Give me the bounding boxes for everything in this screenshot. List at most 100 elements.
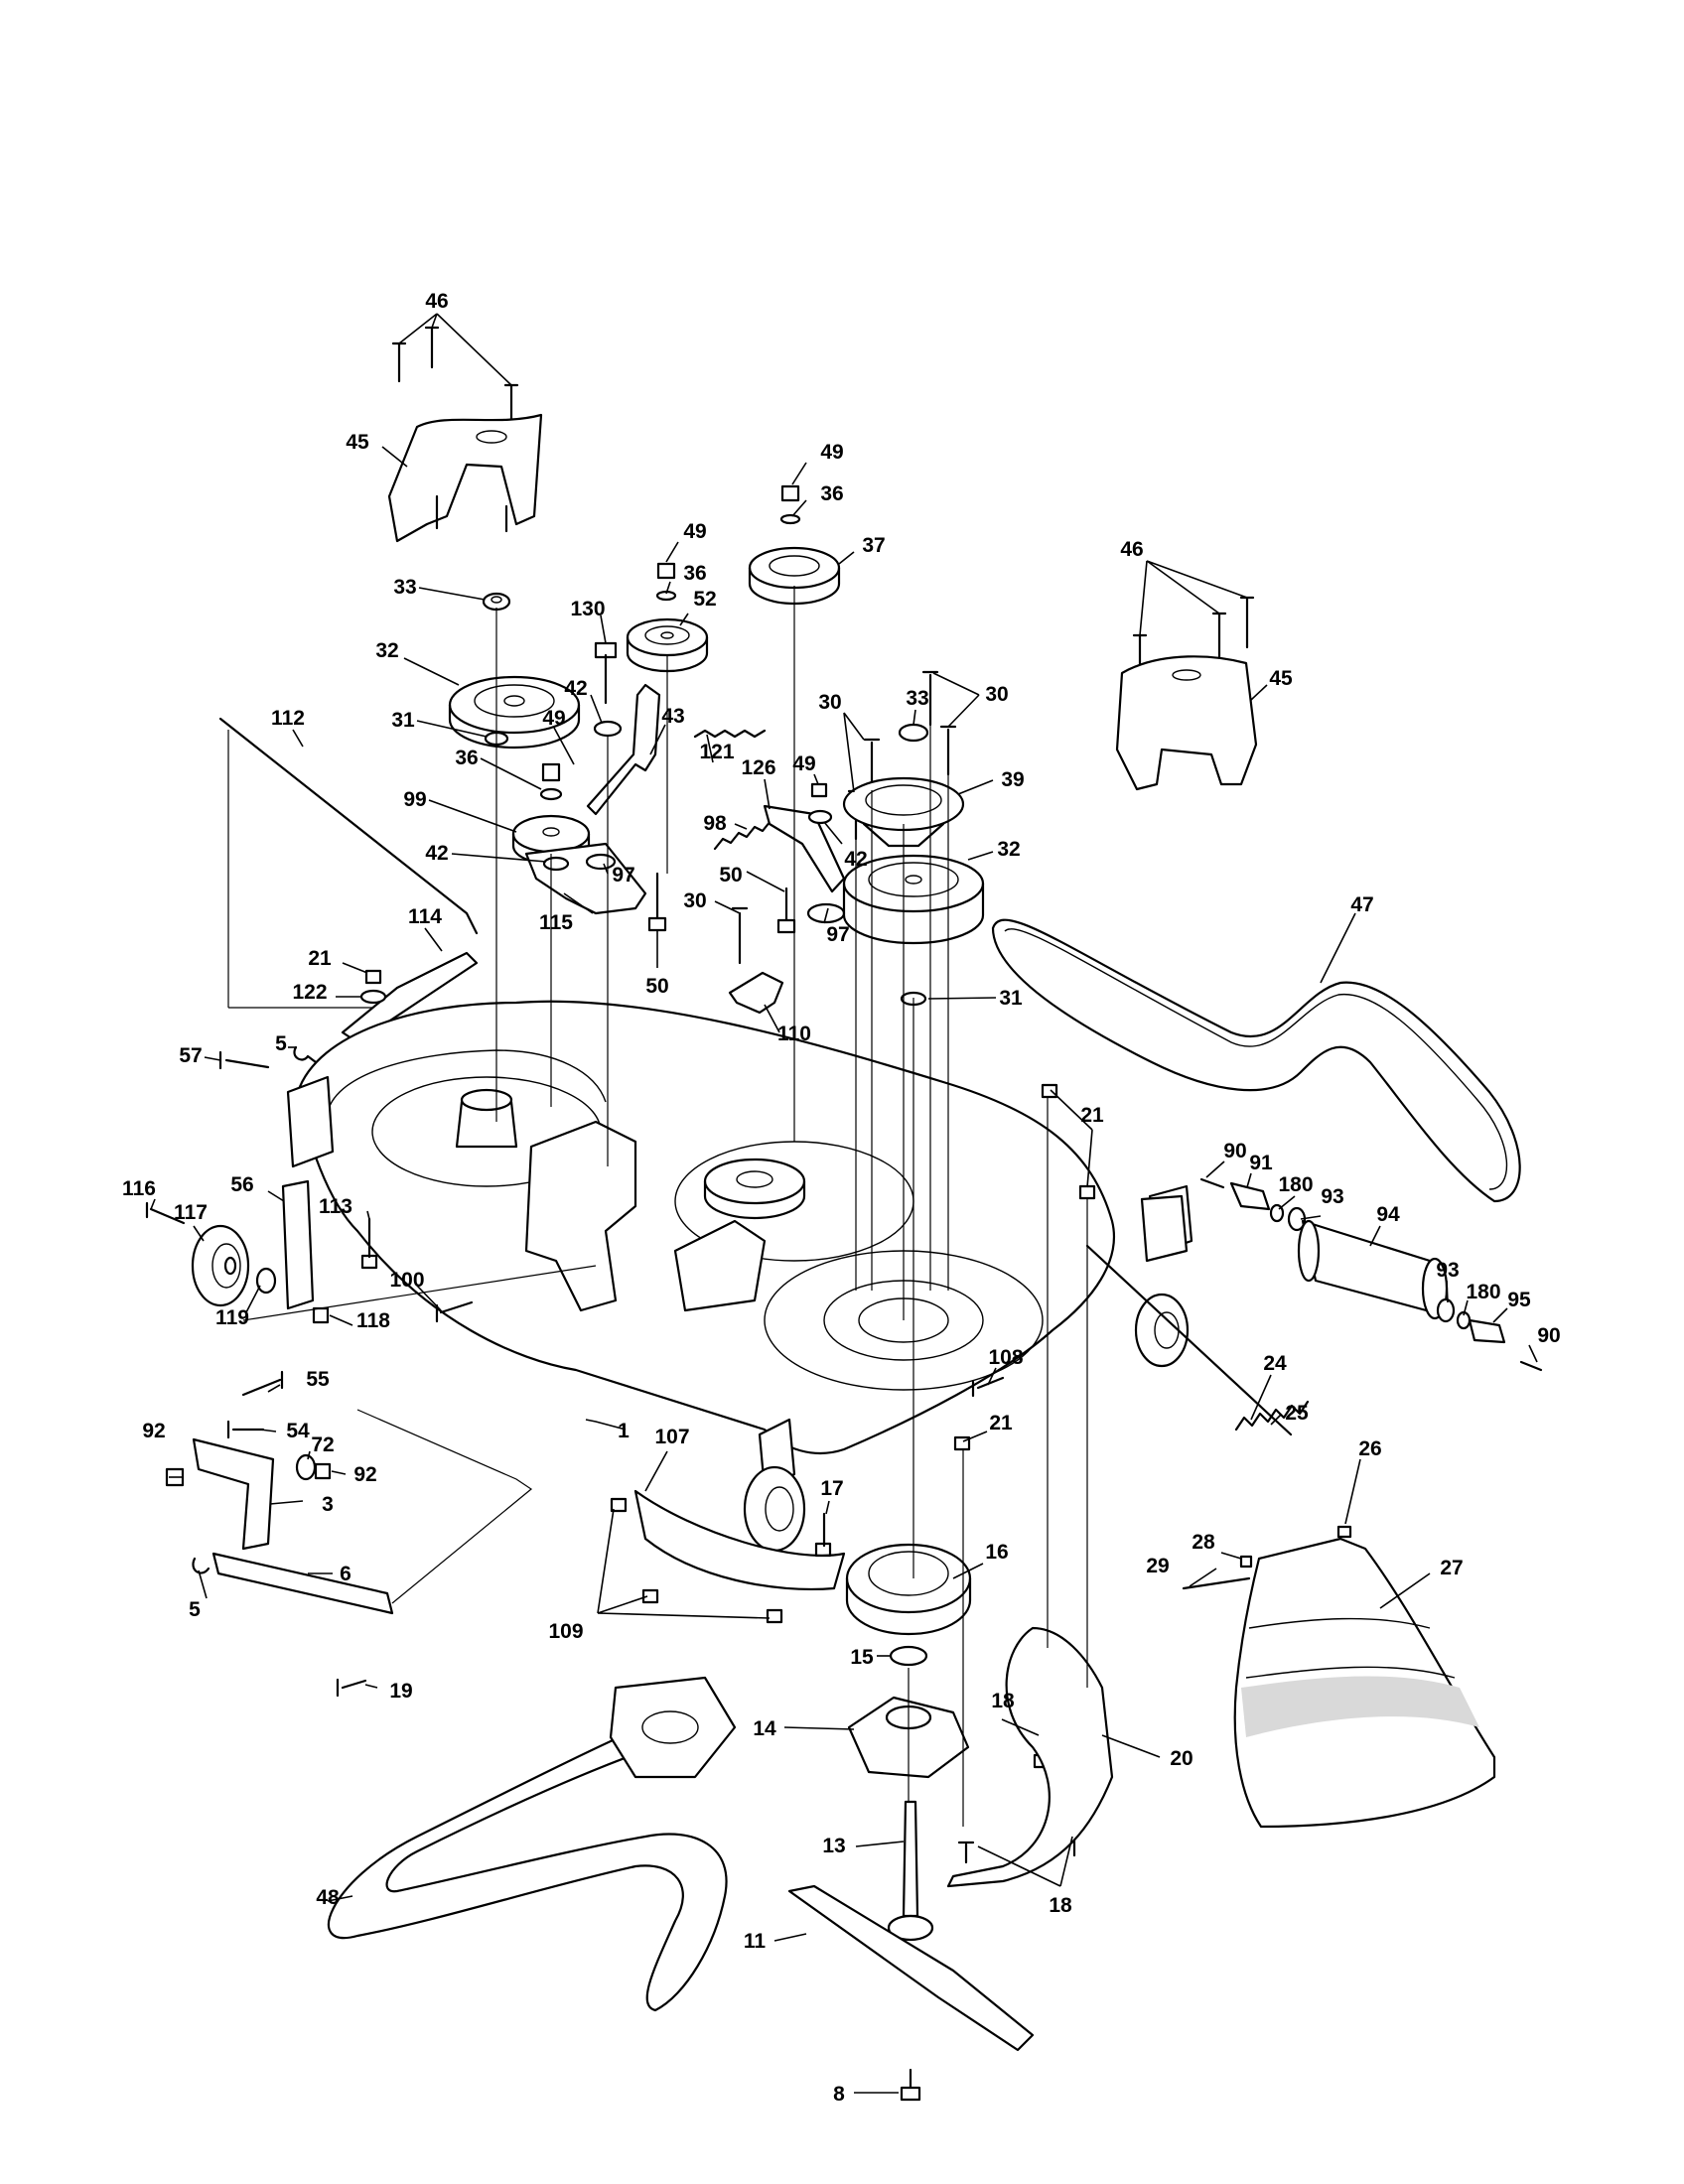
- label-14: 14: [753, 1717, 776, 1740]
- washer-97-left: [585, 853, 617, 871]
- label-46: 46: [425, 290, 448, 313]
- label-42: 42: [844, 848, 867, 871]
- label-97: 97: [612, 864, 634, 887]
- nut-26: [1336, 1525, 1352, 1539]
- bolt-17: [814, 1512, 832, 1558]
- label-94: 94: [1376, 1203, 1400, 1226]
- label-49: 49: [683, 520, 706, 543]
- washer-93-right: [1436, 1297, 1456, 1323]
- spindle-shaft-13: [887, 1800, 934, 1942]
- plate-56: [281, 1179, 315, 1310]
- label-49: 49: [820, 441, 843, 464]
- label-45: 45: [346, 431, 369, 454]
- roller-94: [1297, 1219, 1449, 1320]
- label-92: 92: [353, 1463, 376, 1486]
- bolt-116: [145, 1201, 186, 1225]
- nut-49-right: [780, 484, 800, 502]
- label-42: 42: [425, 842, 448, 865]
- washer-42-left: [542, 856, 570, 872]
- label-121: 121: [699, 741, 734, 763]
- alignment-lines: [495, 586, 1088, 1827]
- label-47: 47: [1350, 893, 1373, 916]
- washer-42-center: [593, 720, 623, 738]
- bracket-43: [586, 683, 661, 816]
- nut-21-right-lower: [1078, 1184, 1096, 1200]
- nut-49-126: [810, 782, 828, 798]
- bearing-15: [889, 1645, 928, 1667]
- bolt-54: [226, 1420, 265, 1439]
- label-36: 36: [683, 562, 706, 585]
- label-46: 46: [1120, 538, 1143, 561]
- part-labels: 46 45 33 32 31 36 99 42 49 130 42 49 36 …: [122, 290, 1561, 2106]
- label-48: 48: [316, 1886, 340, 1909]
- pin-90-left: [1199, 1177, 1225, 1189]
- bracket-95: [1468, 1318, 1506, 1344]
- label-116: 116: [122, 1177, 156, 1200]
- bolt-55: [241, 1370, 284, 1397]
- spring-25: [1234, 1400, 1310, 1432]
- label-114: 114: [408, 905, 442, 928]
- bolt-30-a: [731, 906, 749, 965]
- label-28: 28: [1192, 1531, 1215, 1554]
- label-11: 11: [744, 1930, 767, 1953]
- nut-92-right: [314, 1462, 332, 1480]
- label-108: 108: [988, 1346, 1023, 1369]
- label-30: 30: [683, 889, 706, 912]
- label-29: 29: [1146, 1555, 1169, 1577]
- label-17: 17: [820, 1477, 843, 1500]
- label-18: 18: [1049, 1894, 1072, 1917]
- washer-122: [359, 989, 387, 1005]
- washer-72: [295, 1453, 317, 1481]
- nut-33-left: [482, 592, 511, 612]
- belt-cover-left: [387, 413, 543, 543]
- label-180: 180: [1466, 1281, 1500, 1303]
- bolt-57: [218, 1050, 270, 1070]
- label-30: 30: [985, 683, 1008, 706]
- label-43: 43: [661, 705, 684, 728]
- nut-109-c: [766, 1608, 783, 1624]
- nut-49-left: [541, 762, 561, 782]
- label-5: 5: [189, 1598, 201, 1621]
- label-72: 72: [311, 1433, 334, 1456]
- label-118: 118: [356, 1309, 390, 1332]
- label-52: 52: [693, 588, 716, 611]
- label-45: 45: [1269, 667, 1293, 690]
- label-33: 33: [393, 576, 416, 599]
- label-110: 110: [777, 1023, 811, 1045]
- lift-link-6: [211, 1552, 394, 1615]
- bolt-19: [336, 1678, 367, 1698]
- nut-109-a: [610, 1497, 628, 1513]
- bracket-126: [763, 804, 846, 893]
- label-56: 56: [230, 1173, 253, 1196]
- label-90: 90: [1223, 1140, 1246, 1162]
- label-36: 36: [820, 482, 843, 505]
- label-112: 112: [271, 707, 305, 730]
- label-21: 21: [308, 947, 332, 970]
- label-3: 3: [322, 1493, 334, 1516]
- label-117: 117: [174, 1201, 208, 1224]
- washer-28: [1239, 1555, 1253, 1569]
- bracket-91: [1229, 1181, 1271, 1211]
- label-90: 90: [1537, 1324, 1560, 1347]
- bolt-108: [971, 1376, 1005, 1398]
- rod-112: [218, 717, 479, 935]
- bolt-18-b: [957, 1841, 975, 1864]
- label-1: 1: [618, 1420, 630, 1442]
- label-27: 27: [1440, 1557, 1463, 1579]
- label-6: 6: [340, 1563, 351, 1585]
- bolt-50-right: [776, 887, 796, 934]
- label-21: 21: [989, 1412, 1013, 1434]
- leader-lines: [150, 313, 1538, 2094]
- washer-36-left: [539, 787, 563, 801]
- label-109: 109: [548, 1620, 583, 1643]
- label-30: 30: [818, 691, 841, 714]
- nut-33-right: [898, 723, 929, 743]
- label-119: 119: [215, 1306, 249, 1329]
- label-54: 54: [286, 1420, 310, 1442]
- nut-49-center: [656, 562, 676, 580]
- label-180: 180: [1278, 1173, 1313, 1196]
- label-113: 113: [319, 1195, 352, 1218]
- pin-29: [1182, 1576, 1251, 1590]
- label-98: 98: [703, 812, 727, 835]
